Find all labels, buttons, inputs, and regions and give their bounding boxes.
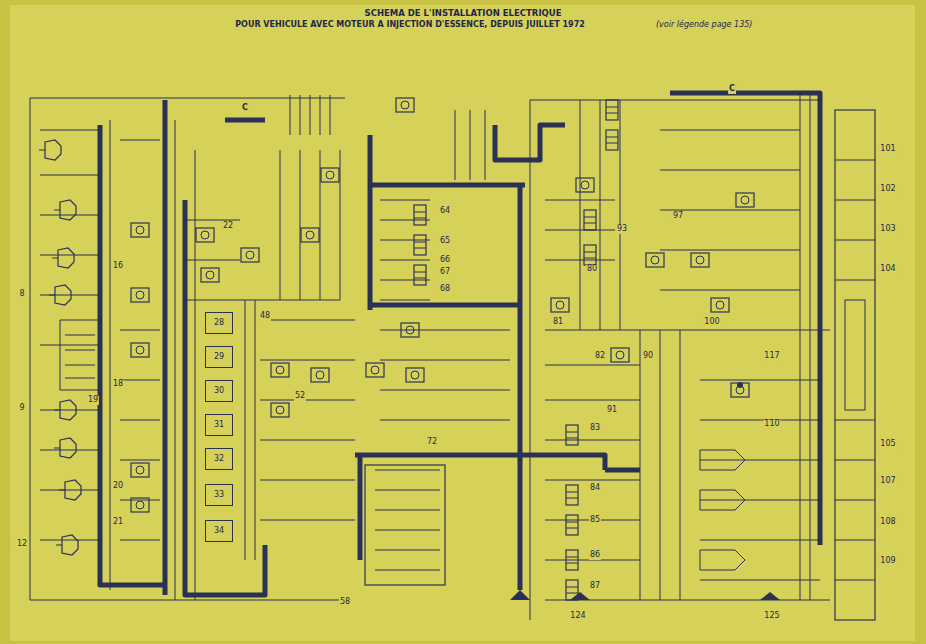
callout-number: 124 (569, 612, 586, 621)
subtitle: POUR VEHICULE AVEC MOTEUR A INJECTION D'… (234, 21, 586, 30)
callout-number: 67 (439, 268, 451, 277)
relay-box: 28 (205, 312, 233, 334)
relay-number: 30 (214, 387, 224, 396)
callout-number: 18 (112, 380, 124, 389)
callout-number: 80 (586, 265, 598, 274)
callout-number: 103 (879, 225, 896, 234)
callout-number: 86 (589, 551, 601, 560)
callout-number: C (728, 85, 736, 94)
callout-number: 48 (259, 312, 271, 321)
component-symbols (39, 98, 875, 620)
diagram-title: SCHEMA DE L'INSTALLATION ELECTRIQUE (364, 9, 563, 18)
relay-number: 34 (214, 527, 224, 536)
callout-number: 21 (112, 518, 124, 527)
relay-box: 30 (205, 380, 233, 402)
callout-number: 107 (879, 477, 896, 486)
callout-number: 20 (112, 482, 124, 491)
callout-number: 104 (879, 265, 896, 274)
relay-number: 29 (214, 353, 224, 362)
callout-number: 110 (763, 420, 780, 429)
callout-number: 58 (339, 598, 351, 607)
callout-number: 9 (18, 404, 25, 413)
callout-number: 66 (439, 256, 451, 265)
callout-number: 83 (589, 424, 601, 433)
thin-wires (30, 93, 830, 620)
callout-number: 125 (763, 612, 780, 621)
callout-number: 87 (589, 582, 601, 591)
callout-number: 97 (672, 212, 684, 221)
relay-box: 31 (205, 414, 233, 436)
callout-number: 93 (616, 225, 628, 234)
callout-number: 16 (112, 262, 124, 271)
subtitle: (voir légende page 135) (655, 21, 753, 30)
callout-number: 100 (703, 318, 720, 327)
heavy-harness (100, 93, 820, 595)
callout-number: 82 (594, 352, 606, 361)
relay-number: 32 (214, 455, 224, 464)
callout-number: 12 (16, 540, 28, 549)
callout-number: 105 (879, 440, 896, 449)
callout-number: 65 (439, 237, 451, 246)
callout-number: 72 (426, 438, 438, 447)
callout-number: 81 (552, 318, 564, 327)
callout-number: 91 (606, 406, 618, 415)
relay-box: 32 (205, 448, 233, 470)
callout-number: 90 (642, 352, 654, 361)
callout-number: 68 (439, 285, 451, 294)
paper-sheet (10, 5, 915, 641)
callout-number: 85 (589, 516, 601, 525)
callout-number: 8 (18, 290, 25, 299)
relay-number: 28 (214, 319, 224, 328)
callout-number: 108 (879, 518, 896, 527)
relay-number: 31 (214, 421, 224, 430)
relay-box: 34 (205, 520, 233, 542)
callout-number: 64 (439, 207, 451, 216)
callout-number: 109 (879, 557, 896, 566)
callout-number: 102 (879, 185, 896, 194)
relay-number: 33 (214, 491, 224, 500)
relay-box: 29 (205, 346, 233, 368)
callout-number: 101 (879, 145, 896, 154)
callout-number: 117 (763, 352, 780, 361)
callout-number: 52 (294, 392, 306, 401)
relay-box: 33 (205, 484, 233, 506)
callout-number: 22 (222, 222, 234, 231)
callout-number: 19 (87, 396, 99, 405)
callout-number: C (241, 104, 249, 113)
callout-number: 84 (589, 484, 601, 493)
